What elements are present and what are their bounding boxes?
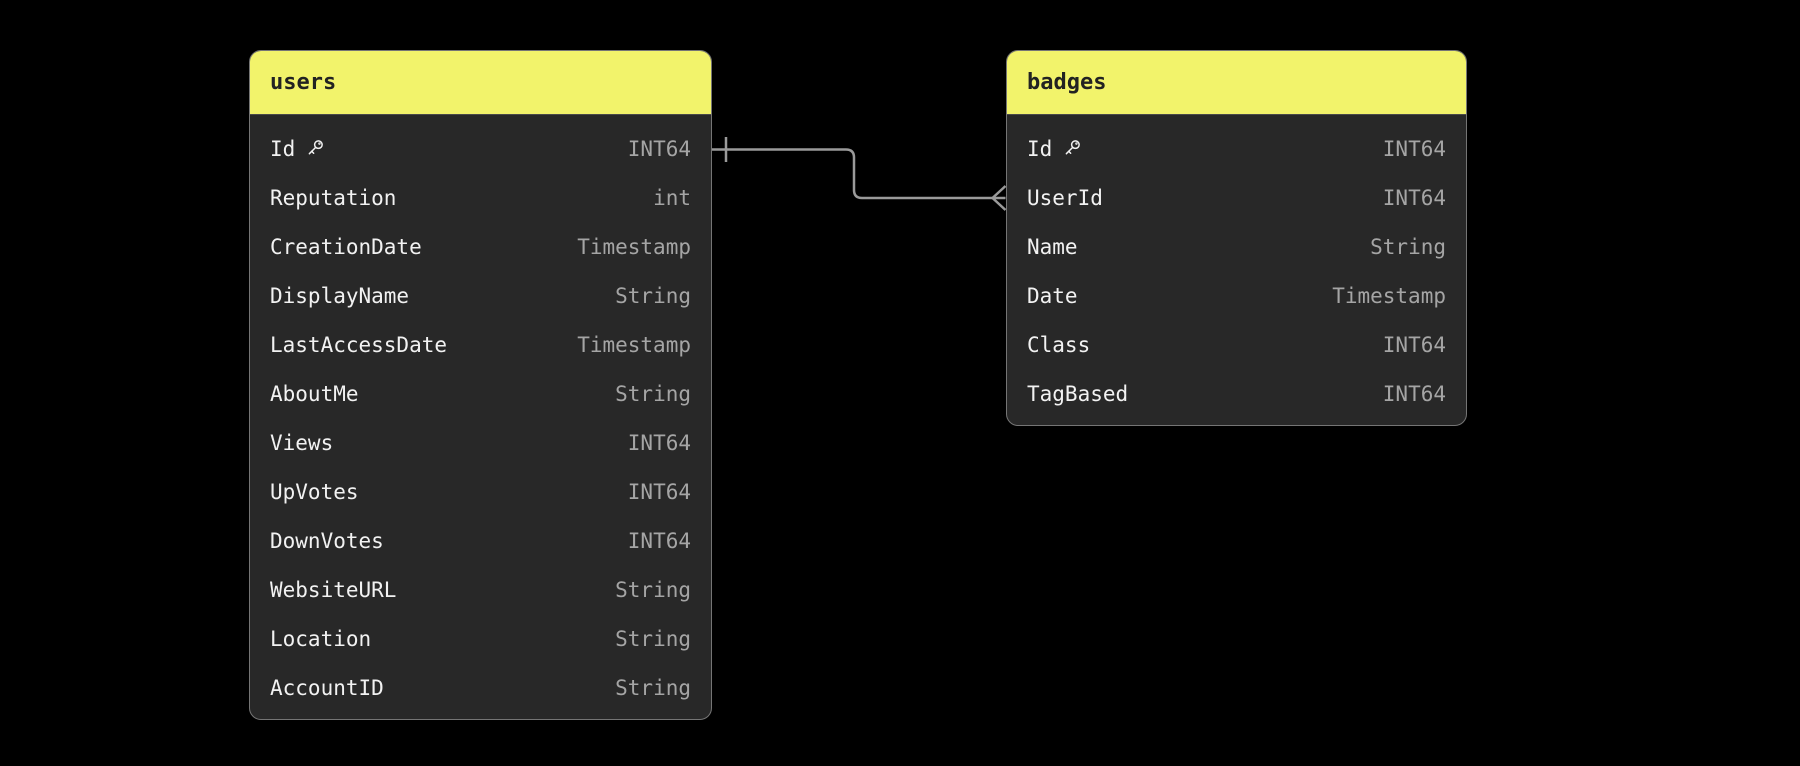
- column-name: DownVotes: [270, 528, 384, 553]
- column-name: AboutMe: [270, 381, 359, 406]
- column-row[interactable]: TagBased INT64: [1007, 369, 1466, 418]
- column-type: String: [615, 675, 691, 700]
- column-type: INT64: [627, 479, 691, 504]
- column-type: String: [615, 381, 691, 406]
- column-row[interactable]: Name String: [1007, 222, 1466, 271]
- column-row[interactable]: LastAccessDate Timestamp: [250, 320, 711, 369]
- column-row[interactable]: WebsiteURL String: [250, 565, 711, 614]
- column-row[interactable]: UserId INT64: [1007, 173, 1466, 222]
- column-name: DisplayName: [270, 283, 410, 308]
- column-type: Timestamp: [1332, 283, 1446, 308]
- column-name: Views: [270, 430, 334, 455]
- column-type: INT64: [627, 430, 691, 455]
- column-type: INT64: [1382, 136, 1446, 161]
- column-row[interactable]: UpVotes INT64: [250, 467, 711, 516]
- column-type: INT64: [1382, 381, 1446, 406]
- column-type: int: [653, 185, 691, 210]
- column-row[interactable]: Views INT64: [250, 418, 711, 467]
- table-users-header[interactable]: users: [250, 51, 711, 115]
- column-row[interactable]: Class INT64: [1007, 320, 1466, 369]
- column-type: INT64: [1382, 332, 1446, 357]
- column-name: Name: [1027, 234, 1078, 259]
- column-type: INT64: [627, 136, 691, 161]
- column-name: WebsiteURL: [270, 577, 397, 602]
- column-row[interactable]: Id INT64: [250, 124, 711, 173]
- column-row[interactable]: CreationDate Timestamp: [250, 222, 711, 271]
- column-name: Date: [1027, 283, 1078, 308]
- column-type: Timestamp: [577, 234, 691, 259]
- column-name: Location: [270, 626, 372, 651]
- column-row[interactable]: Location String: [250, 614, 711, 663]
- table-name: badges: [1027, 70, 1107, 95]
- column-name: Id: [1027, 136, 1053, 161]
- column-type: String: [615, 283, 691, 308]
- column-row[interactable]: Reputation int: [250, 173, 711, 222]
- column-type: INT64: [627, 528, 691, 553]
- column-row[interactable]: Id INT64: [1007, 124, 1466, 173]
- column-row[interactable]: AccountID String: [250, 663, 711, 712]
- column-name: Reputation: [270, 185, 397, 210]
- column-name: LastAccessDate: [270, 332, 448, 357]
- column-type: String: [615, 626, 691, 651]
- column-name: CreationDate: [270, 234, 422, 259]
- column-name: UpVotes: [270, 479, 359, 504]
- relationship-line[interactable]: [712, 148, 993, 200]
- column-type: String: [615, 577, 691, 602]
- primary-key-icon: [1062, 138, 1083, 159]
- column-name: UserId: [1027, 185, 1103, 210]
- column-row[interactable]: Date Timestamp: [1007, 271, 1466, 320]
- column-row[interactable]: DownVotes INT64: [250, 516, 711, 565]
- table-badges-header[interactable]: badges: [1007, 51, 1466, 115]
- primary-key-icon: [305, 138, 326, 159]
- column-row[interactable]: DisplayName String: [250, 271, 711, 320]
- column-name: Id: [270, 136, 296, 161]
- column-name: Class: [1027, 332, 1091, 357]
- many-cardinality-crowfoot: [991, 185, 1007, 211]
- column-name: TagBased: [1027, 381, 1129, 406]
- column-type: Timestamp: [577, 332, 691, 357]
- column-type: String: [1370, 234, 1446, 259]
- column-row[interactable]: AboutMe String: [250, 369, 711, 418]
- column-type: INT64: [1382, 185, 1446, 210]
- table-name: users: [270, 70, 337, 95]
- column-name: AccountID: [270, 675, 384, 700]
